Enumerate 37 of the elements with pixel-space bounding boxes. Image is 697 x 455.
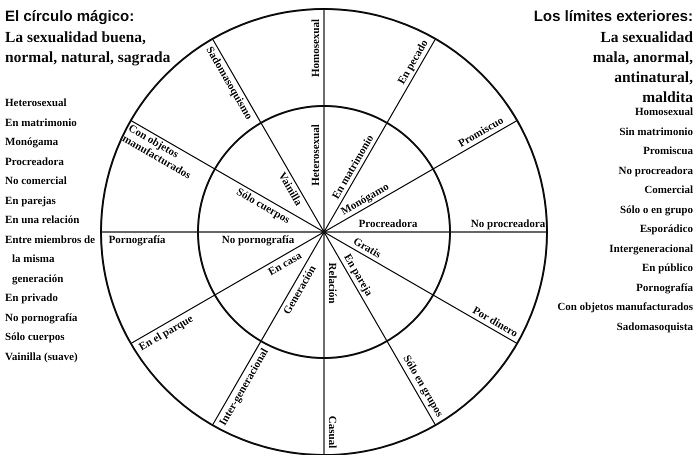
list-item: Monógama [5,135,60,150]
list-item: Esporádico [638,222,693,237]
list-item: Vainilla (suave) [5,350,79,364]
segment-label: Casual [326,416,338,448]
list-item: En público [640,261,693,276]
list-item: Pornografía [635,280,693,296]
list-item: Promiscua [642,144,693,159]
list-item: Heterosexual [5,96,68,111]
list-item: Comercial [643,183,693,198]
list-item: Sólo o en grupo [618,202,693,218]
segment-label: Homosexual [310,18,322,78]
list-item: En una relación [5,213,80,228]
list-item: Sadomasoquista [616,320,693,334]
segment-label: No procreadora [470,218,546,230]
segment-label: No pornografía [222,234,294,246]
list-item: Sin matrimonio [618,124,693,140]
list-item: Entre miembros de la misma generación [5,232,96,286]
list-item: No procreadora [618,164,693,178]
list-item: Procreadora [5,154,65,170]
subheading: La sexualidad mala, anormal, antinatural, maldita [592,28,693,107]
segment-label: Pornografía [108,234,166,246]
list-item: Con objetos manufacturados [557,300,693,315]
list-item: Homosexual [634,105,693,120]
list-item: En parejas [5,194,57,208]
heading: Los límites exteriores: [534,8,693,25]
list-item: Intergeneracional [608,242,693,256]
list-item: En matrimonio [5,116,78,130]
segment-label: En casa [266,250,304,278]
list-item: No comercial [5,174,68,189]
segment-label: Heterosexual [310,124,322,186]
heading: El círculo mágico: [5,8,134,25]
subheading: La sexualidad buena, normal, natural, sagrada [5,28,172,68]
list-item: Sólo cuerpos [5,330,66,345]
list-item: En privado [5,291,59,306]
list-item: No pornografía [5,310,78,326]
segment-label: Procreadora [358,218,418,230]
segment-label: Relación [326,262,338,304]
